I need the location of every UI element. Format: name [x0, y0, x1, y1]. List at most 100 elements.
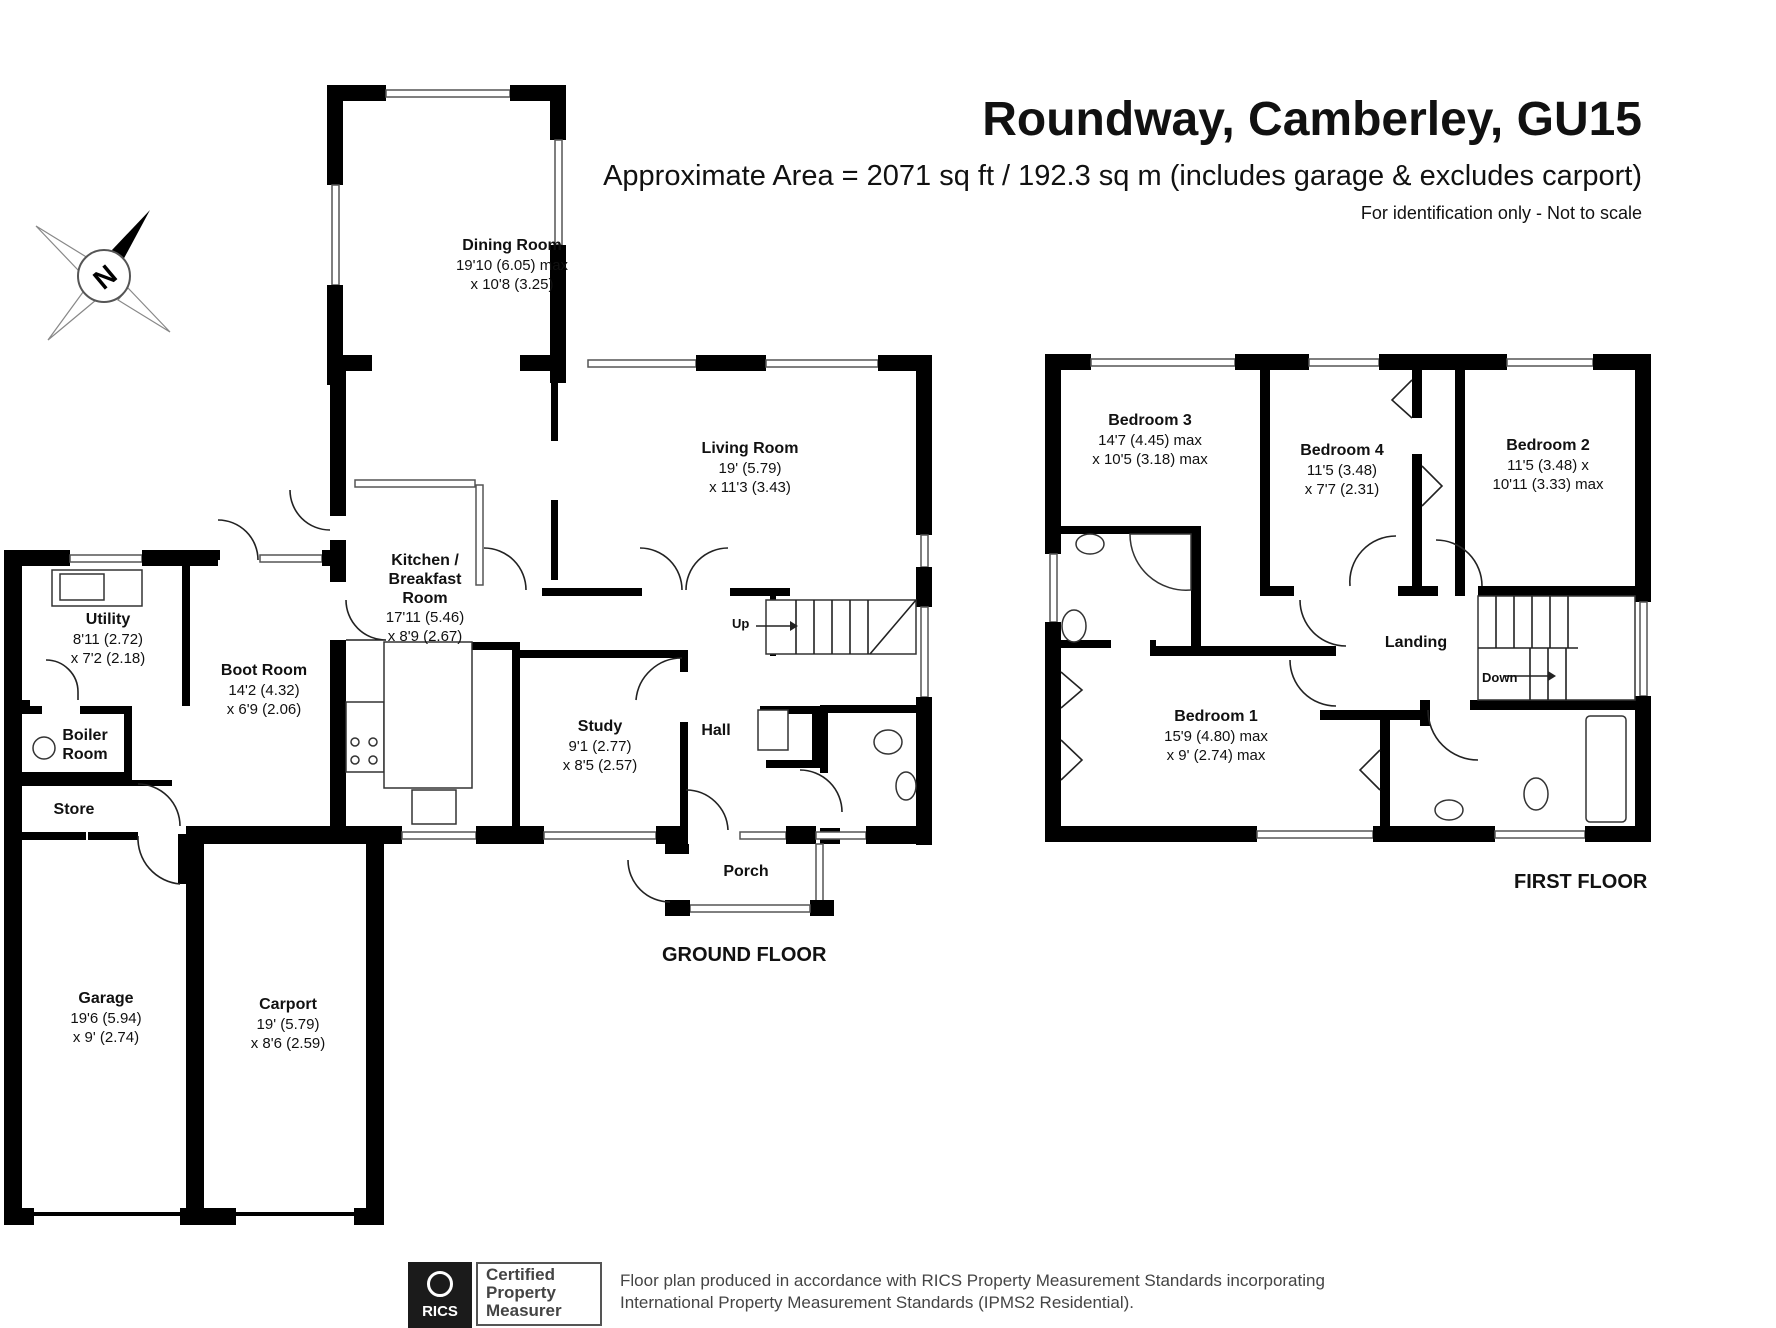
boot-room-dim2: x 6'9 (2.06) [227, 701, 302, 718]
bath [1585, 715, 1627, 823]
identification-note: For identification only - Not to scale [1360, 203, 1642, 223]
property-title: Roundway, Camberley, GU15 [982, 93, 1642, 146]
stairs-down-label: Down [1482, 670, 1517, 685]
bedroom1-dim2: x 9' (2.74) max [1167, 747, 1266, 764]
wc-door-arc [799, 769, 843, 813]
living-door-left-arc [639, 547, 683, 591]
cupboard [757, 709, 789, 751]
bedroom3-name: Bedroom 3 [1108, 412, 1192, 429]
kitchen-name-line3: Room [402, 590, 447, 607]
porch-door-arc [685, 789, 729, 831]
ensuite-basin [1075, 533, 1105, 555]
boiler-icon [32, 736, 56, 760]
garage-name: Garage [78, 990, 133, 1007]
approximate-area: Approximate Area = 2071 sq ft / 192.3 sq… [603, 160, 1642, 192]
boot-room-dim1: 14'2 (4.32) [228, 682, 299, 699]
bedroom4-name: Bedroom 4 [1300, 442, 1384, 459]
wardrobe-bedroom1 [1060, 671, 1084, 781]
study-name: Study [578, 718, 623, 735]
carport-dim1: 19' (5.79) [257, 1016, 320, 1033]
utility-dim1: 8'11 (2.72) [73, 631, 143, 648]
certified-property-measurer-badge: Certified Property Measurer [476, 1262, 602, 1326]
bathroom-door-arc [1427, 709, 1479, 761]
garage-dim1: 19'6 (5.94) [70, 1010, 141, 1027]
boiler-name-line1: Boiler [62, 727, 107, 744]
stairs-up [756, 599, 917, 655]
note-line-2: International Property Measurement Stand… [620, 1293, 1135, 1312]
living-room-name: Living Room [702, 440, 799, 457]
wc-basin [895, 771, 917, 801]
wardrobe-bedroom1-right [1358, 749, 1381, 791]
ensuite-door-arc [1299, 599, 1347, 647]
ground-floor-walls [4, 85, 932, 1225]
utility-sink [59, 573, 105, 601]
ensuite-toilet [1061, 609, 1087, 643]
garage-dim2: x 9' (2.74) [73, 1029, 139, 1046]
study-door-arc [635, 657, 683, 701]
store-door-arc [137, 783, 181, 827]
ground-floor-fixtures [32, 489, 917, 903]
kitchen-name-line1: Kitchen / [391, 552, 459, 569]
utility-dim2: x 7'2 (2.18) [71, 650, 146, 667]
bedroom1-name: Bedroom 1 [1174, 708, 1258, 725]
kitchen-sink [411, 789, 457, 825]
bedroom4-dim1: 11'5 (3.48) [1307, 462, 1377, 479]
store-name: Store [54, 801, 95, 818]
bedroom4-dim2: x 7'7 (2.31) [1305, 481, 1380, 498]
hall-door-arc [483, 547, 527, 591]
dining-room-name: Dining Room [462, 237, 562, 254]
wardrobe-bedroom2 [1421, 465, 1444, 507]
first-floor-fixtures [1060, 379, 1636, 823]
kitchen-dim2: x 8'9 (2.67) [388, 628, 463, 645]
ground-floor-label: GROUND FLOOR [662, 944, 827, 966]
boot-door-arc [217, 519, 259, 561]
rics-logo: RICS [408, 1262, 472, 1328]
living-room-dim1: 19' (5.79) [719, 460, 782, 477]
bathroom-basin [1434, 799, 1464, 821]
front-door-arc [627, 859, 671, 903]
stairs-down [1477, 595, 1636, 701]
wc-toilet [873, 729, 903, 755]
porch-name: Porch [723, 863, 768, 880]
shower-enclosure [1129, 533, 1192, 591]
bedroom3-dim2: x 10'5 (3.18) max [1092, 451, 1208, 468]
utility-name: Utility [86, 611, 131, 628]
dining-room-dim1: 19'10 (6.05) max [456, 257, 569, 274]
landing-name: Landing [1385, 634, 1447, 651]
hall-name: Hall [701, 722, 730, 739]
living-door-right-arc [685, 547, 729, 591]
study-dim2: x 8'5 (2.57) [563, 757, 638, 774]
ground-floor-labels: Dining Room 19'10 (6.05) max x 10'8 (3.2… [54, 237, 827, 1052]
boiler-name-line2: Room [62, 746, 107, 763]
bedroom2-door-arc [1435, 539, 1483, 587]
living-room-dim2: x 11'3 (3.43) [709, 479, 791, 496]
bathroom-toilet [1523, 777, 1549, 811]
stairs-up-label: Up [732, 616, 749, 631]
carport-name: Carport [259, 996, 317, 1013]
bedroom1-dim1: 15'9 (4.80) max [1164, 728, 1268, 745]
cert-line-2: Property [486, 1283, 556, 1302]
bedroom3-dim1: 14'7 (4.45) max [1098, 432, 1202, 449]
first-floor-labels: Bedroom 3 14'7 (4.45) max x 10'5 (3.18) … [1092, 412, 1648, 893]
bedroom4-door-arc [1349, 535, 1397, 587]
kitchen-back-door-arc [289, 489, 331, 531]
study-dim1: 9'1 (2.77) [569, 738, 632, 755]
garage-door-arc [137, 835, 181, 885]
bedroom2-name: Bedroom 2 [1506, 437, 1590, 454]
measurement-standards-note: Floor plan produced in accordance with R… [620, 1270, 1325, 1314]
kitchen-door-arc [345, 599, 387, 641]
kitchen-island [383, 641, 473, 789]
first-floor-label: FIRST FLOOR [1514, 871, 1648, 893]
utility-door-arc [45, 659, 79, 700]
dining-room-dim2: x 10'8 (3.25) [471, 276, 554, 293]
bedroom1-door-arc [1289, 659, 1337, 707]
bedroom2-dim2: 10'11 (3.33) max [1493, 476, 1604, 493]
cert-line-3: Measurer [486, 1301, 562, 1320]
boot-room-name: Boot Room [221, 662, 307, 679]
carport-dim2: x 8'6 (2.59) [251, 1035, 326, 1052]
rics-logo-text: RICS [422, 1303, 458, 1320]
first-floor-walls [1045, 354, 1651, 842]
compass-icon: N [35, 210, 171, 341]
cert-line-1: Certified [486, 1265, 555, 1284]
